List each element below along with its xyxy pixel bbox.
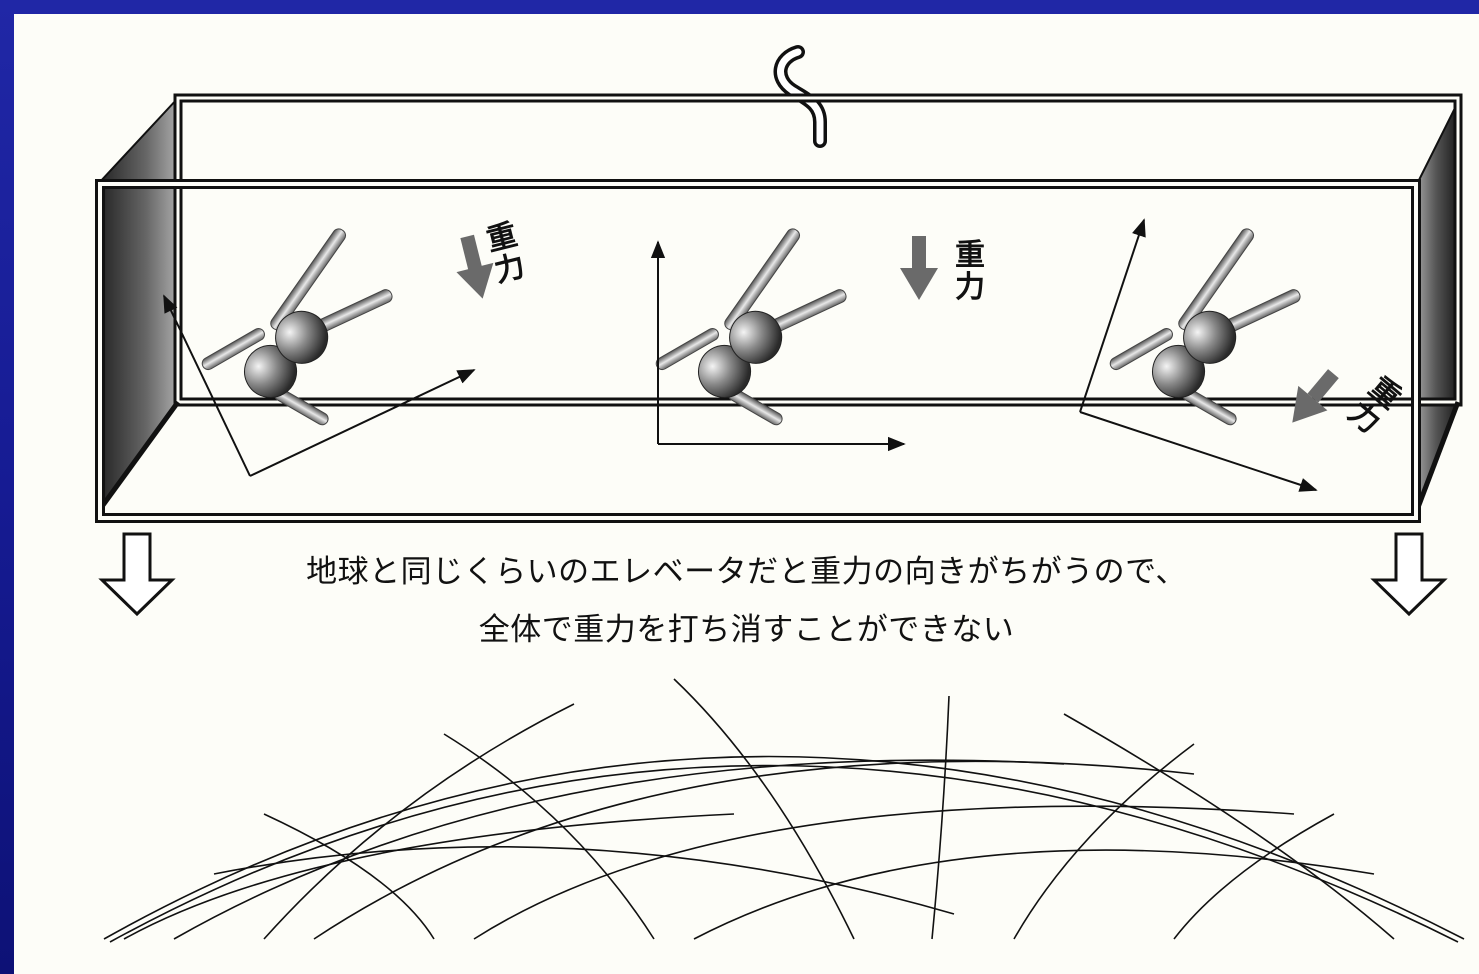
astronaut-right bbox=[1109, 228, 1301, 426]
left-wall bbox=[97, 95, 179, 516]
down-arrow-right bbox=[1370, 532, 1448, 617]
diagram-panel: 重 力 重 力 重 力 地球と同じくらいのエレベータだと重力の向きがちがうので、… bbox=[14, 14, 1479, 974]
axes-right bbox=[1079, 218, 1318, 492]
gravity-char-2: 力 bbox=[490, 248, 529, 290]
earth-globe bbox=[103, 678, 1465, 943]
down-arrow-left bbox=[98, 532, 176, 617]
caption-line-1: 地球と同じくらいのエレベータだと重力の向きがちがうので、 bbox=[306, 554, 1187, 590]
astronaut-left bbox=[201, 228, 393, 426]
elevator-diagram bbox=[95, 45, 1465, 943]
axes-left bbox=[163, 294, 476, 477]
gravity-char-1: 重 bbox=[955, 238, 985, 273]
astronaut-center bbox=[655, 228, 847, 426]
gravity-arrow-right bbox=[1292, 369, 1339, 423]
caption-line-2: 全体で重力を打ち消すことができない bbox=[478, 612, 1015, 648]
gravity-arrow-center bbox=[900, 236, 938, 300]
axes-center bbox=[650, 240, 906, 452]
gravity-char-2: 力 bbox=[955, 270, 985, 305]
gravity-arrow-left bbox=[456, 234, 494, 299]
gravity-label-center: 重 力 bbox=[952, 240, 988, 304]
